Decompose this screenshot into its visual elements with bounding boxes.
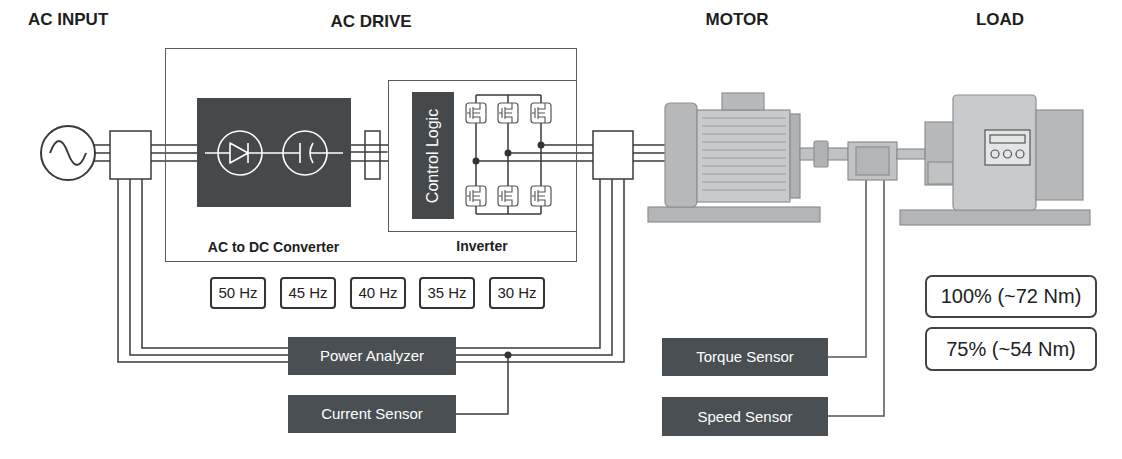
- motor-illustration: [648, 93, 848, 222]
- load-illustration: [900, 95, 1090, 225]
- wire: [476, 145, 593, 161]
- ac-source: [50, 141, 86, 165]
- wire: [456, 355, 508, 414]
- torque-transducer: [848, 142, 925, 180]
- box-label: 50 Hz: [218, 284, 257, 301]
- instrument-box: Power Analyzer: [288, 337, 456, 375]
- torque-transducer: [897, 149, 925, 159]
- rectifier-symbol: [197, 98, 351, 207]
- junction-dot: [538, 142, 545, 149]
- column-heading: LOAD: [976, 10, 1024, 30]
- box-label: Control Logic: [424, 108, 442, 202]
- ac-source: [41, 126, 95, 180]
- motor-illustration: [665, 103, 697, 207]
- signal-wire: [828, 180, 884, 416]
- motor-illustration: [814, 141, 828, 167]
- junction-dot: [505, 352, 512, 359]
- frequency-box: 50 Hz: [210, 277, 266, 309]
- frequency-box: 30 Hz: [489, 277, 545, 309]
- measurement-tap: [110, 131, 151, 179]
- motor-illustration: [790, 114, 800, 198]
- section-heading: AC to DC Converter: [208, 239, 339, 255]
- mosfet-symbol: [498, 186, 518, 206]
- dc-bus-connector: [351, 151, 388, 153]
- load-display: [1016, 150, 1024, 158]
- mosfet-symbol: [466, 103, 486, 123]
- box-label: Power Analyzer: [320, 347, 424, 364]
- load-level-box: 100% (~72 Nm): [925, 275, 1097, 318]
- mosfet-symbol: [531, 103, 551, 123]
- torque-transducer: [856, 147, 889, 175]
- control-logic-box: Control Logic: [412, 92, 454, 219]
- load-display: [1004, 150, 1012, 158]
- load-illustration: [900, 210, 1090, 225]
- column-heading: AC INPUT: [28, 10, 108, 30]
- motor-illustration: [648, 207, 820, 222]
- wire: [351, 145, 388, 161]
- load-display: [990, 135, 1025, 143]
- measurement-tap: [110, 131, 633, 179]
- wire: [633, 145, 665, 161]
- mosfet-symbol: [466, 186, 486, 206]
- rectifier-symbol: [205, 143, 343, 163]
- box-label: 45 Hz: [288, 284, 327, 301]
- motor-illustration: [702, 118, 786, 190]
- converter-block: AC to DC Converter: [197, 98, 351, 207]
- frequency-box: 35 Hz: [419, 277, 475, 309]
- box-label: Torque Sensor: [696, 348, 794, 365]
- instrument-box: Speed Sensor: [662, 397, 828, 436]
- inverter-block: InverterControl Logic: [388, 80, 577, 232]
- load-illustration: [928, 162, 953, 184]
- section-heading: Inverter: [456, 238, 507, 254]
- box-label: Speed Sensor: [697, 408, 792, 425]
- mosfet-symbol: [466, 103, 551, 206]
- dc-link: [365, 131, 380, 179]
- wire: [456, 179, 624, 362]
- junction-dot: [473, 158, 480, 165]
- motor-illustration: [697, 110, 790, 202]
- measurement-tap: [593, 131, 633, 179]
- load-illustration: [953, 95, 1036, 210]
- load-display: [985, 130, 1030, 165]
- frequency-box: 40 Hz: [350, 277, 406, 309]
- torque-transducer: [848, 142, 897, 180]
- drive-housing: AC DRIVEAC to DC ConverterInverterContro…: [165, 48, 577, 262]
- box-label: 40 Hz: [358, 284, 397, 301]
- box-label: 35 Hz: [427, 284, 466, 301]
- box-label: 30 Hz: [497, 284, 536, 301]
- rectifier-symbol: [205, 131, 343, 175]
- junction-dot: [505, 150, 512, 157]
- motor-illustration: [722, 93, 764, 110]
- mosfet-symbol: [498, 103, 518, 123]
- box-label: 75% (~54 Nm): [946, 338, 1076, 361]
- box-label: 100% (~72 Nm): [941, 285, 1082, 308]
- frequency-box: 45 Hz: [280, 277, 336, 309]
- box-label: Current Sensor: [321, 405, 423, 422]
- load-illustration: [1036, 110, 1083, 200]
- load-display: [991, 150, 999, 158]
- section-heading: AC DRIVE: [330, 12, 411, 32]
- load-level-box: 75% (~54 Nm): [925, 327, 1097, 371]
- ac-source: [41, 126, 95, 180]
- wire: [94, 95, 884, 416]
- column-heading: MOTOR: [706, 10, 769, 30]
- instrument-box: Torque Sensor: [662, 338, 828, 376]
- load-illustration: [925, 122, 955, 185]
- mosfet-symbol: [531, 186, 551, 206]
- instrument-box: Current Sensor: [288, 395, 456, 433]
